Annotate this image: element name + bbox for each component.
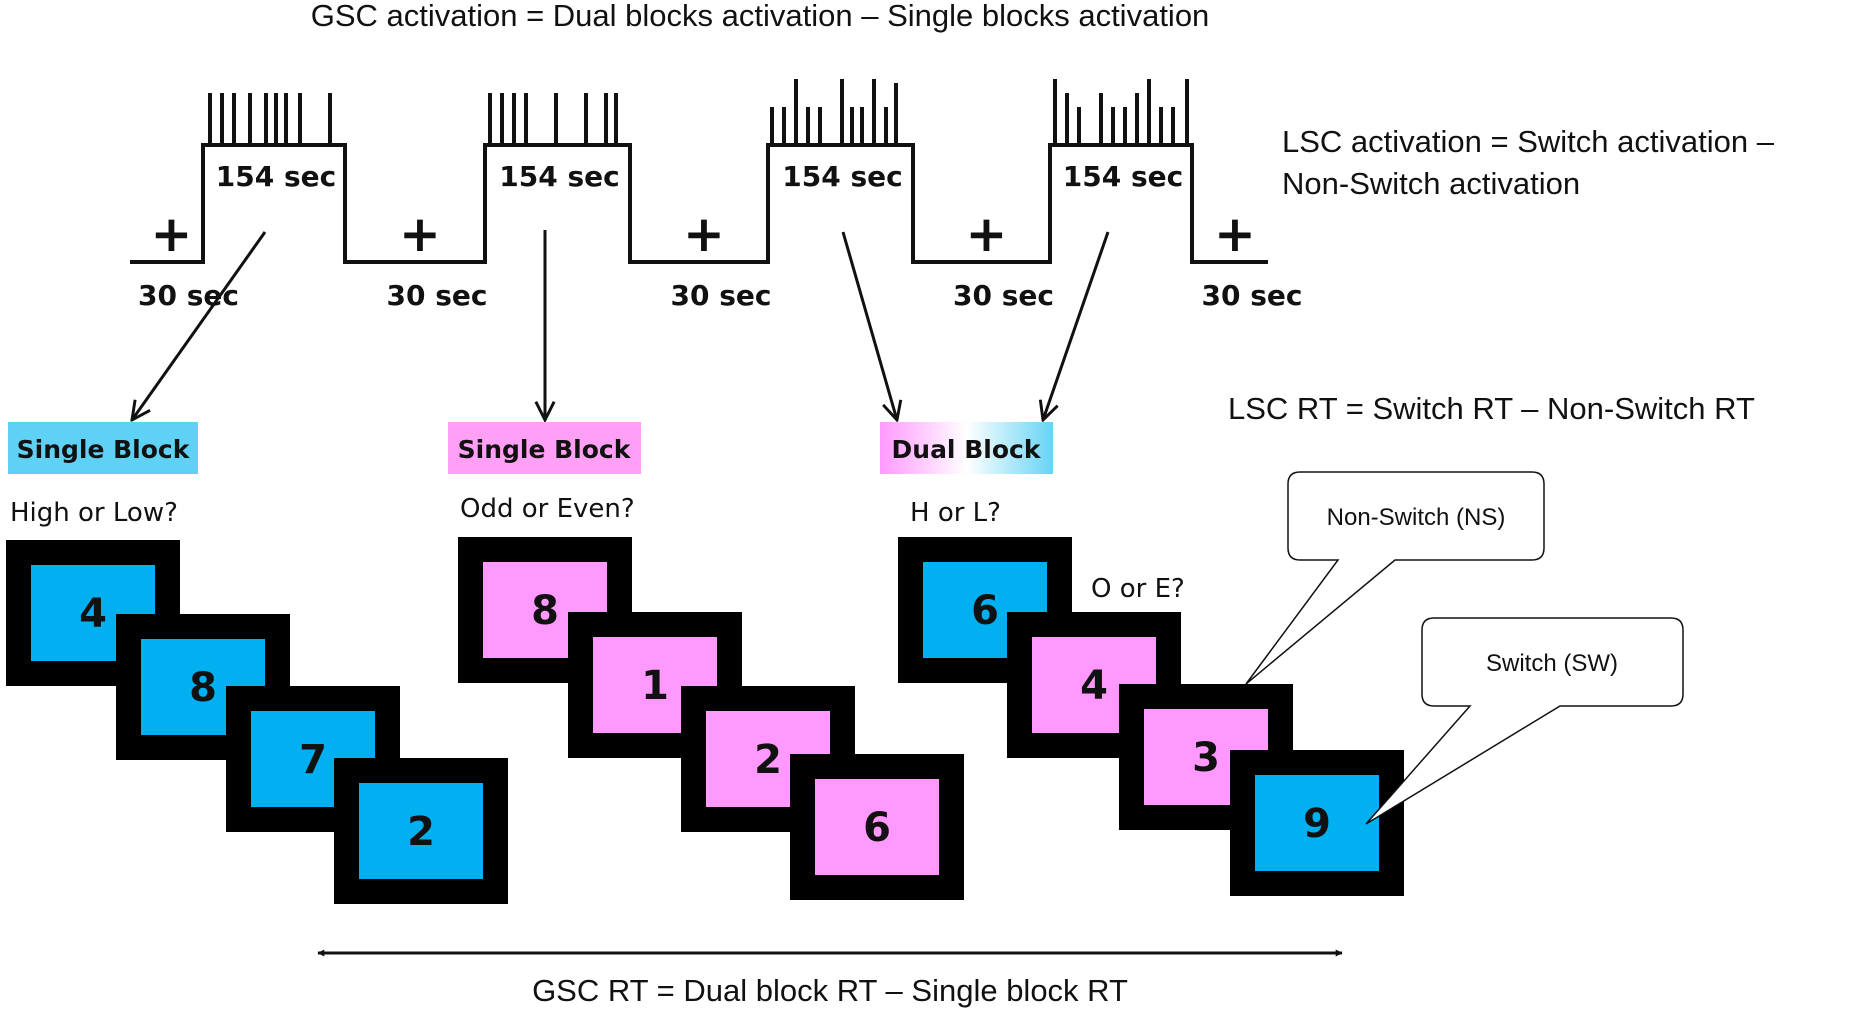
block-label-single-blue: Single Block bbox=[8, 422, 198, 474]
lsc-rt-equation: LSC RT = Switch RT – Non-Switch RT bbox=[1228, 391, 1755, 426]
rest-duration-label: 30 sec bbox=[387, 279, 488, 312]
stimulus-digit: 4 bbox=[1080, 663, 1108, 709]
stimulus-digit: 2 bbox=[754, 737, 782, 783]
svg-text:Switch (SW): Switch (SW) bbox=[1486, 650, 1618, 677]
stimulus-digit: 4 bbox=[79, 591, 107, 637]
stimulus-stacks: 4 8 7 2 8 1 2 6 6 4 3 9 bbox=[6, 537, 1404, 904]
block-timeline: 154 sec 154 sec 154 sec 154 sec +30 sec +30 s… bbox=[130, 79, 1302, 312]
stimulus-card: 2 bbox=[334, 758, 508, 904]
block-label-single-pink: Single Block bbox=[448, 422, 641, 474]
gsc-activation-equation: GSC activation = Dual blocks activation … bbox=[311, 0, 1210, 33]
stimulus-digit: 9 bbox=[1303, 801, 1331, 847]
stimulus-digit: 7 bbox=[299, 737, 327, 783]
stimulus-digit: 6 bbox=[971, 588, 999, 634]
fixation-cross: + bbox=[1214, 205, 1256, 263]
rest-duration-label: 30 sec bbox=[1202, 279, 1303, 312]
lsc-activation-equation-line1: LSC activation = Switch activation – bbox=[1282, 124, 1775, 159]
task-duration-label: 154 sec bbox=[1063, 160, 1183, 193]
callout-switch: Switch (SW) bbox=[1365, 617, 1684, 825]
fixation-cross: + bbox=[151, 205, 193, 263]
rest-duration-label: 30 sec bbox=[671, 279, 772, 312]
stimulus-digit: 2 bbox=[407, 809, 435, 855]
gsc-rt-equation: GSC RT = Dual block RT – Single block RT bbox=[532, 973, 1128, 1008]
question-o-e: O or E? bbox=[1091, 574, 1185, 604]
rest-duration-label: 30 sec bbox=[953, 279, 1054, 312]
question-high-low: High or Low? bbox=[10, 498, 178, 528]
rest-duration-label: 30 sec bbox=[138, 279, 239, 312]
task-duration-label: 154 sec bbox=[782, 160, 902, 193]
callout-non-switch: Non-Switch (NS) bbox=[1245, 471, 1545, 685]
stimulus-digit: 6 bbox=[863, 805, 891, 851]
question-odd-even: Odd or Even? bbox=[460, 494, 635, 524]
task-duration-label: 154 sec bbox=[499, 160, 619, 193]
svg-text:Non-Switch (NS): Non-Switch (NS) bbox=[1327, 504, 1506, 531]
task-duration-label: 154 sec bbox=[216, 160, 336, 193]
stimulus-card: 9 bbox=[1230, 750, 1404, 896]
svg-text:Single Block: Single Block bbox=[17, 435, 191, 464]
stimulus-card: 1 bbox=[568, 612, 742, 758]
stimulus-digit: 8 bbox=[189, 665, 217, 711]
stimulus-digit: 3 bbox=[1192, 735, 1220, 781]
svg-text:Dual Block: Dual Block bbox=[892, 435, 1042, 464]
fixation-cross: + bbox=[966, 205, 1008, 263]
svg-text:Single Block: Single Block bbox=[458, 435, 632, 464]
stimulus-digit: 1 bbox=[641, 663, 669, 709]
block-label-dual: Dual Block bbox=[880, 422, 1053, 474]
stimulus-card: 6 bbox=[790, 754, 964, 900]
fixation-cross: + bbox=[399, 205, 441, 263]
fixation-cross: + bbox=[683, 205, 725, 263]
lsc-activation-equation-line2: Non-Switch activation bbox=[1282, 166, 1580, 201]
stimulus-digit: 8 bbox=[531, 588, 559, 634]
arrow-to-single-block-blue bbox=[132, 231, 267, 420]
arrow-to-dual-block-right bbox=[1043, 231, 1110, 420]
arrow-to-dual-block-left bbox=[841, 231, 897, 420]
block-arrows bbox=[132, 230, 1110, 420]
question-h-l: H or L? bbox=[910, 498, 1001, 528]
block-waveform bbox=[130, 143, 1268, 264]
